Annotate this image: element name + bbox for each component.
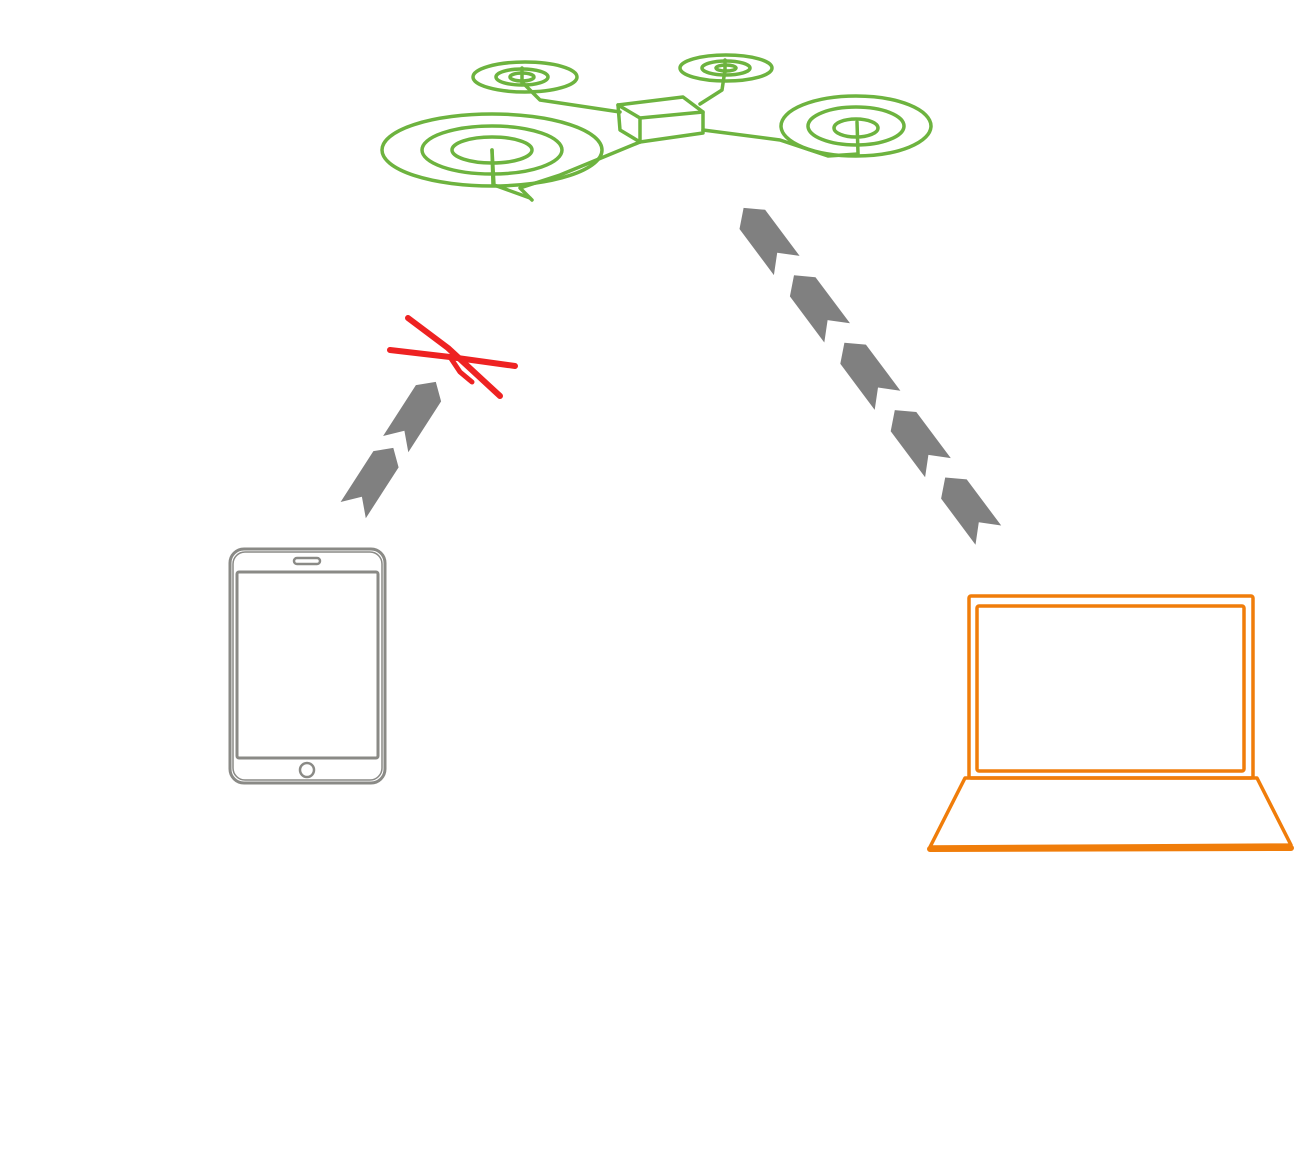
arrow-chevron <box>383 381 442 453</box>
blocked-x-stroke <box>447 354 475 385</box>
rotor-outer <box>678 53 774 83</box>
drone-body-edge <box>616 103 705 144</box>
phone-screen <box>235 570 380 760</box>
laptop-screen <box>975 604 1246 773</box>
arrow-chevron <box>890 410 951 478</box>
rotor-shaft <box>490 148 495 187</box>
phone-frame-inner <box>232 551 383 781</box>
blocked-x-icon <box>387 315 518 399</box>
blocked-x-stroke <box>405 315 503 399</box>
rotor-outer <box>779 94 933 158</box>
drone-icon <box>380 53 933 202</box>
tablet-phone-icon <box>228 547 387 785</box>
phone-to-drone-arrows <box>340 381 442 519</box>
laptop-icon <box>927 594 1294 852</box>
phone-speaker <box>292 556 322 566</box>
arrow-chevron <box>789 275 850 343</box>
drone-arm <box>520 80 622 114</box>
arrow-chevron <box>840 342 901 410</box>
arrow-chevron <box>340 447 399 519</box>
phone-frame <box>228 547 387 785</box>
laptop-to-drone-arrows <box>739 207 1002 545</box>
laptop-base-edge <box>927 845 1294 852</box>
phone-home-button <box>298 761 316 779</box>
drone-body <box>616 95 705 144</box>
arrow-chevron <box>739 207 800 276</box>
laptop-lid <box>967 594 1255 780</box>
rotor-outer <box>471 60 579 94</box>
arrow-chevron <box>941 477 1002 545</box>
rotor-shaft <box>855 120 860 155</box>
laptop-base <box>928 776 1293 849</box>
